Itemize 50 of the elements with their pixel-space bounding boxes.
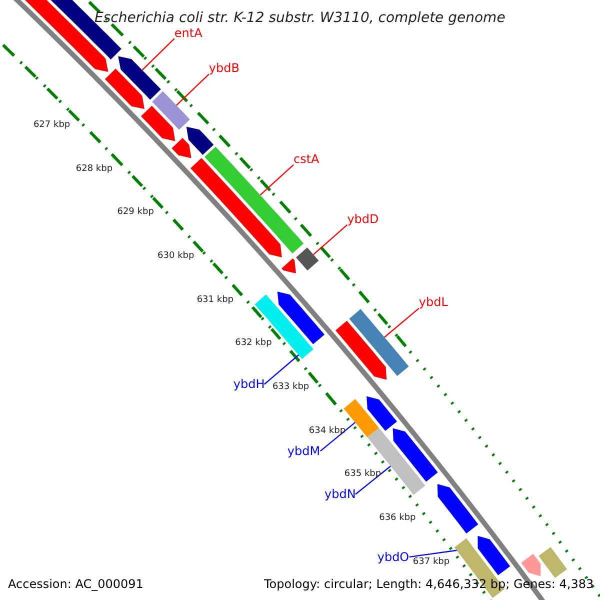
scale-label: 630 kbp xyxy=(158,252,194,261)
gene-feature xyxy=(104,68,144,109)
scale-label: 633 kbp xyxy=(272,382,310,392)
gene-feature xyxy=(141,106,176,142)
gene-feature xyxy=(172,138,192,158)
scale-label: 637 kbp xyxy=(412,558,450,567)
scale-label: 628 kbp xyxy=(76,164,113,174)
gene-feature xyxy=(186,126,214,155)
leader-line xyxy=(355,466,391,495)
scale-label: 631 kbp xyxy=(196,296,234,305)
gene-feature xyxy=(296,248,319,270)
gene-label: ybdL xyxy=(418,296,448,308)
gene-label: ybdD xyxy=(347,212,379,225)
gene-feature xyxy=(521,554,541,576)
scale-label: 629 kbp xyxy=(117,208,154,218)
gene-label: ybdB xyxy=(208,62,240,74)
diagram-title: Escherichia coli str. K-12 substr. W3110, complete genome xyxy=(94,11,506,25)
leader-line xyxy=(320,422,356,452)
scale-label: 635 kbp xyxy=(344,470,382,480)
leader-line xyxy=(176,74,210,106)
leader-line xyxy=(142,38,175,70)
gene-feature xyxy=(277,292,324,344)
gene-label: cstA xyxy=(293,152,320,165)
gene-label: ybdH xyxy=(233,378,265,390)
scale-label: 636 kbp xyxy=(379,514,416,523)
gene-feature xyxy=(336,320,387,380)
leader-line xyxy=(260,164,294,196)
gene-feature xyxy=(437,484,478,534)
gene-feature xyxy=(366,396,397,431)
gene-feature xyxy=(478,536,510,576)
gene-feature xyxy=(152,91,190,130)
gene-feature xyxy=(538,547,568,578)
gene-label: ybdM xyxy=(287,445,320,458)
leader-line xyxy=(409,550,457,558)
scale-label: 627 kbp xyxy=(33,120,70,130)
gene-feature xyxy=(367,428,426,495)
footer-text: Accession: AC_000091 xyxy=(8,578,144,590)
gene-feature xyxy=(349,309,409,376)
scale-label: 634 kbp xyxy=(308,426,346,436)
gene-feature xyxy=(254,294,314,359)
gene-feature xyxy=(344,399,379,438)
scale-label: 632 kbp xyxy=(235,339,272,348)
gene-label: ybdN xyxy=(324,488,356,500)
gene-label: entA xyxy=(174,26,202,39)
gene-label: ybdO xyxy=(377,550,410,563)
leader-line xyxy=(264,354,299,385)
leader-line xyxy=(384,308,420,338)
leader-line xyxy=(313,224,348,256)
gene-feature xyxy=(118,56,161,100)
gene-feature xyxy=(392,428,438,482)
